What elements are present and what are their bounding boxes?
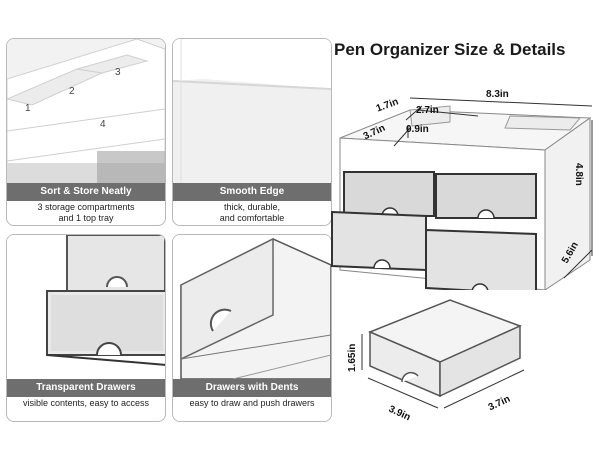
compartment-number-3: 3 — [115, 67, 121, 78]
compartment-number-4: 4 — [100, 119, 106, 130]
dimension-width-label: 8.3in — [486, 89, 509, 100]
feature-panel-smooth-edge: Smooth Edge thick, durable, and comforta… — [172, 38, 332, 226]
dimension-compartment-height-label: 0.9in — [406, 124, 429, 135]
feature-panel-sort-store: 1 2 3 4 Sort & Store Neatly 3 storage co… — [6, 38, 166, 226]
panel-description-line: 3 storage compartments — [37, 202, 135, 212]
panel-description-line: thick, durable, — [223, 202, 281, 212]
panel-description: easy to draw and push drawers — [173, 398, 331, 409]
compartment-number-2: 2 — [69, 86, 75, 97]
tray-height-label: 1.65in — [347, 343, 358, 372]
organizer-dimension-diagram — [330, 70, 600, 296]
dimension-compartment-width-label: 2.7in — [416, 105, 439, 116]
page-title: Pen Organizer Size & Details — [334, 40, 566, 59]
organizer-top-view-image: 1 2 3 4 — [7, 39, 165, 183]
panel-description-line: easy to draw and push drawers — [189, 398, 315, 408]
drawers-front-image — [7, 235, 165, 379]
panel-description: 3 storage compartments and 1 top tray — [7, 202, 165, 224]
dimension-height-label: 4.8in — [573, 163, 584, 186]
drawer-dent-closeup-image — [173, 235, 331, 379]
panel-description: visible contents, easy to access — [7, 398, 165, 409]
feature-panel-drawer-dents: Drawers with Dents easy to draw and push… — [172, 234, 332, 422]
feature-panel-transparent-drawers: Transparent Drawers visible contents, ea… — [6, 234, 166, 422]
panel-heading: Smooth Edge — [173, 183, 331, 201]
panel-description-line: and comfortable — [219, 213, 285, 223]
compartment-number-1: 1 — [25, 103, 31, 114]
edge-closeup-image — [173, 39, 331, 183]
panel-heading: Transparent Drawers — [7, 379, 165, 397]
panel-heading: Drawers with Dents — [173, 379, 331, 397]
tray-dimension-diagram — [330, 290, 530, 415]
panel-description-line: visible contents, easy to access — [22, 398, 150, 408]
panel-description-line: and 1 top tray — [58, 213, 114, 223]
panel-heading: Sort & Store Neatly — [7, 183, 165, 201]
panel-description: thick, durable, and comfortable — [173, 202, 331, 224]
